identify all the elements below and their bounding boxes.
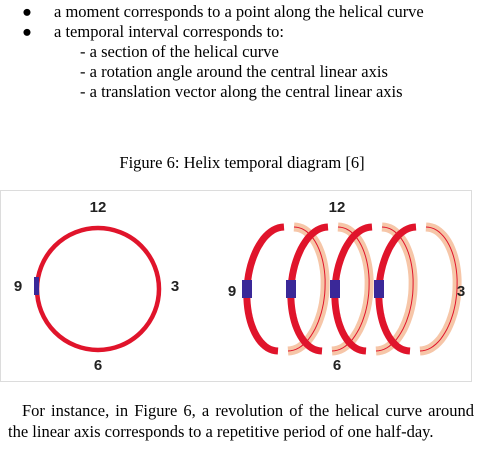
figure-caption: Figure 6: Helix temporal diagram [6]: [119, 153, 365, 172]
sub-item: - a section of the helical curve: [80, 42, 279, 61]
bullet-dot: ●: [22, 22, 32, 41]
helix-front-strand: [243, 223, 285, 355]
marker-9: [34, 277, 39, 295]
sub-item: - a translation vector along the central…: [80, 82, 403, 101]
helix-markers: [242, 280, 384, 298]
helix-diagram: 12 3 6 9: [228, 199, 465, 374]
bullet-list: ● a moment corresponds to a point along …: [20, 2, 476, 102]
helix-back-strand: [419, 222, 462, 356]
helix-back-strands: [287, 222, 462, 356]
helix-label-3: 3: [457, 283, 465, 300]
circle-label-3: 3: [171, 278, 179, 295]
helix-marker-9: [286, 280, 296, 298]
body-paragraph: For instance, in Figure 6, a revolution …: [8, 401, 474, 441]
circle-label-9: 9: [14, 278, 22, 295]
figure-svg: 12 3 6 9 12 3 6 9: [14, 199, 465, 374]
circle-label-12: 12: [90, 199, 107, 216]
sub-item: - a rotation angle around the central li…: [80, 62, 388, 81]
helix-label-12: 12: [329, 199, 346, 216]
helix-back-outline: [419, 226, 458, 352]
bullet-text: a temporal interval corresponds to:: [54, 22, 285, 41]
circle-diagram: 12 3 6 9: [14, 199, 179, 374]
helix-marker-9: [330, 280, 340, 298]
helix-figure: 12 3 6 9 12 3 6 9: [0, 190, 472, 382]
clock-circle: [34, 225, 162, 353]
helix-marker-9: [374, 280, 384, 298]
helix-marker-9: [242, 280, 252, 298]
circle-label-6: 6: [94, 357, 102, 374]
bullet-item-moment: ● a moment corresponds to a point along …: [20, 2, 476, 22]
bullet-dot: ●: [22, 2, 32, 21]
helix-label-9: 9: [228, 283, 236, 300]
helix-label-6: 6: [333, 357, 341, 374]
bullet-item-interval: ● a temporal interval corresponds to:: [20, 22, 476, 42]
bullet-text: a moment corresponds to a point along th…: [54, 2, 424, 21]
